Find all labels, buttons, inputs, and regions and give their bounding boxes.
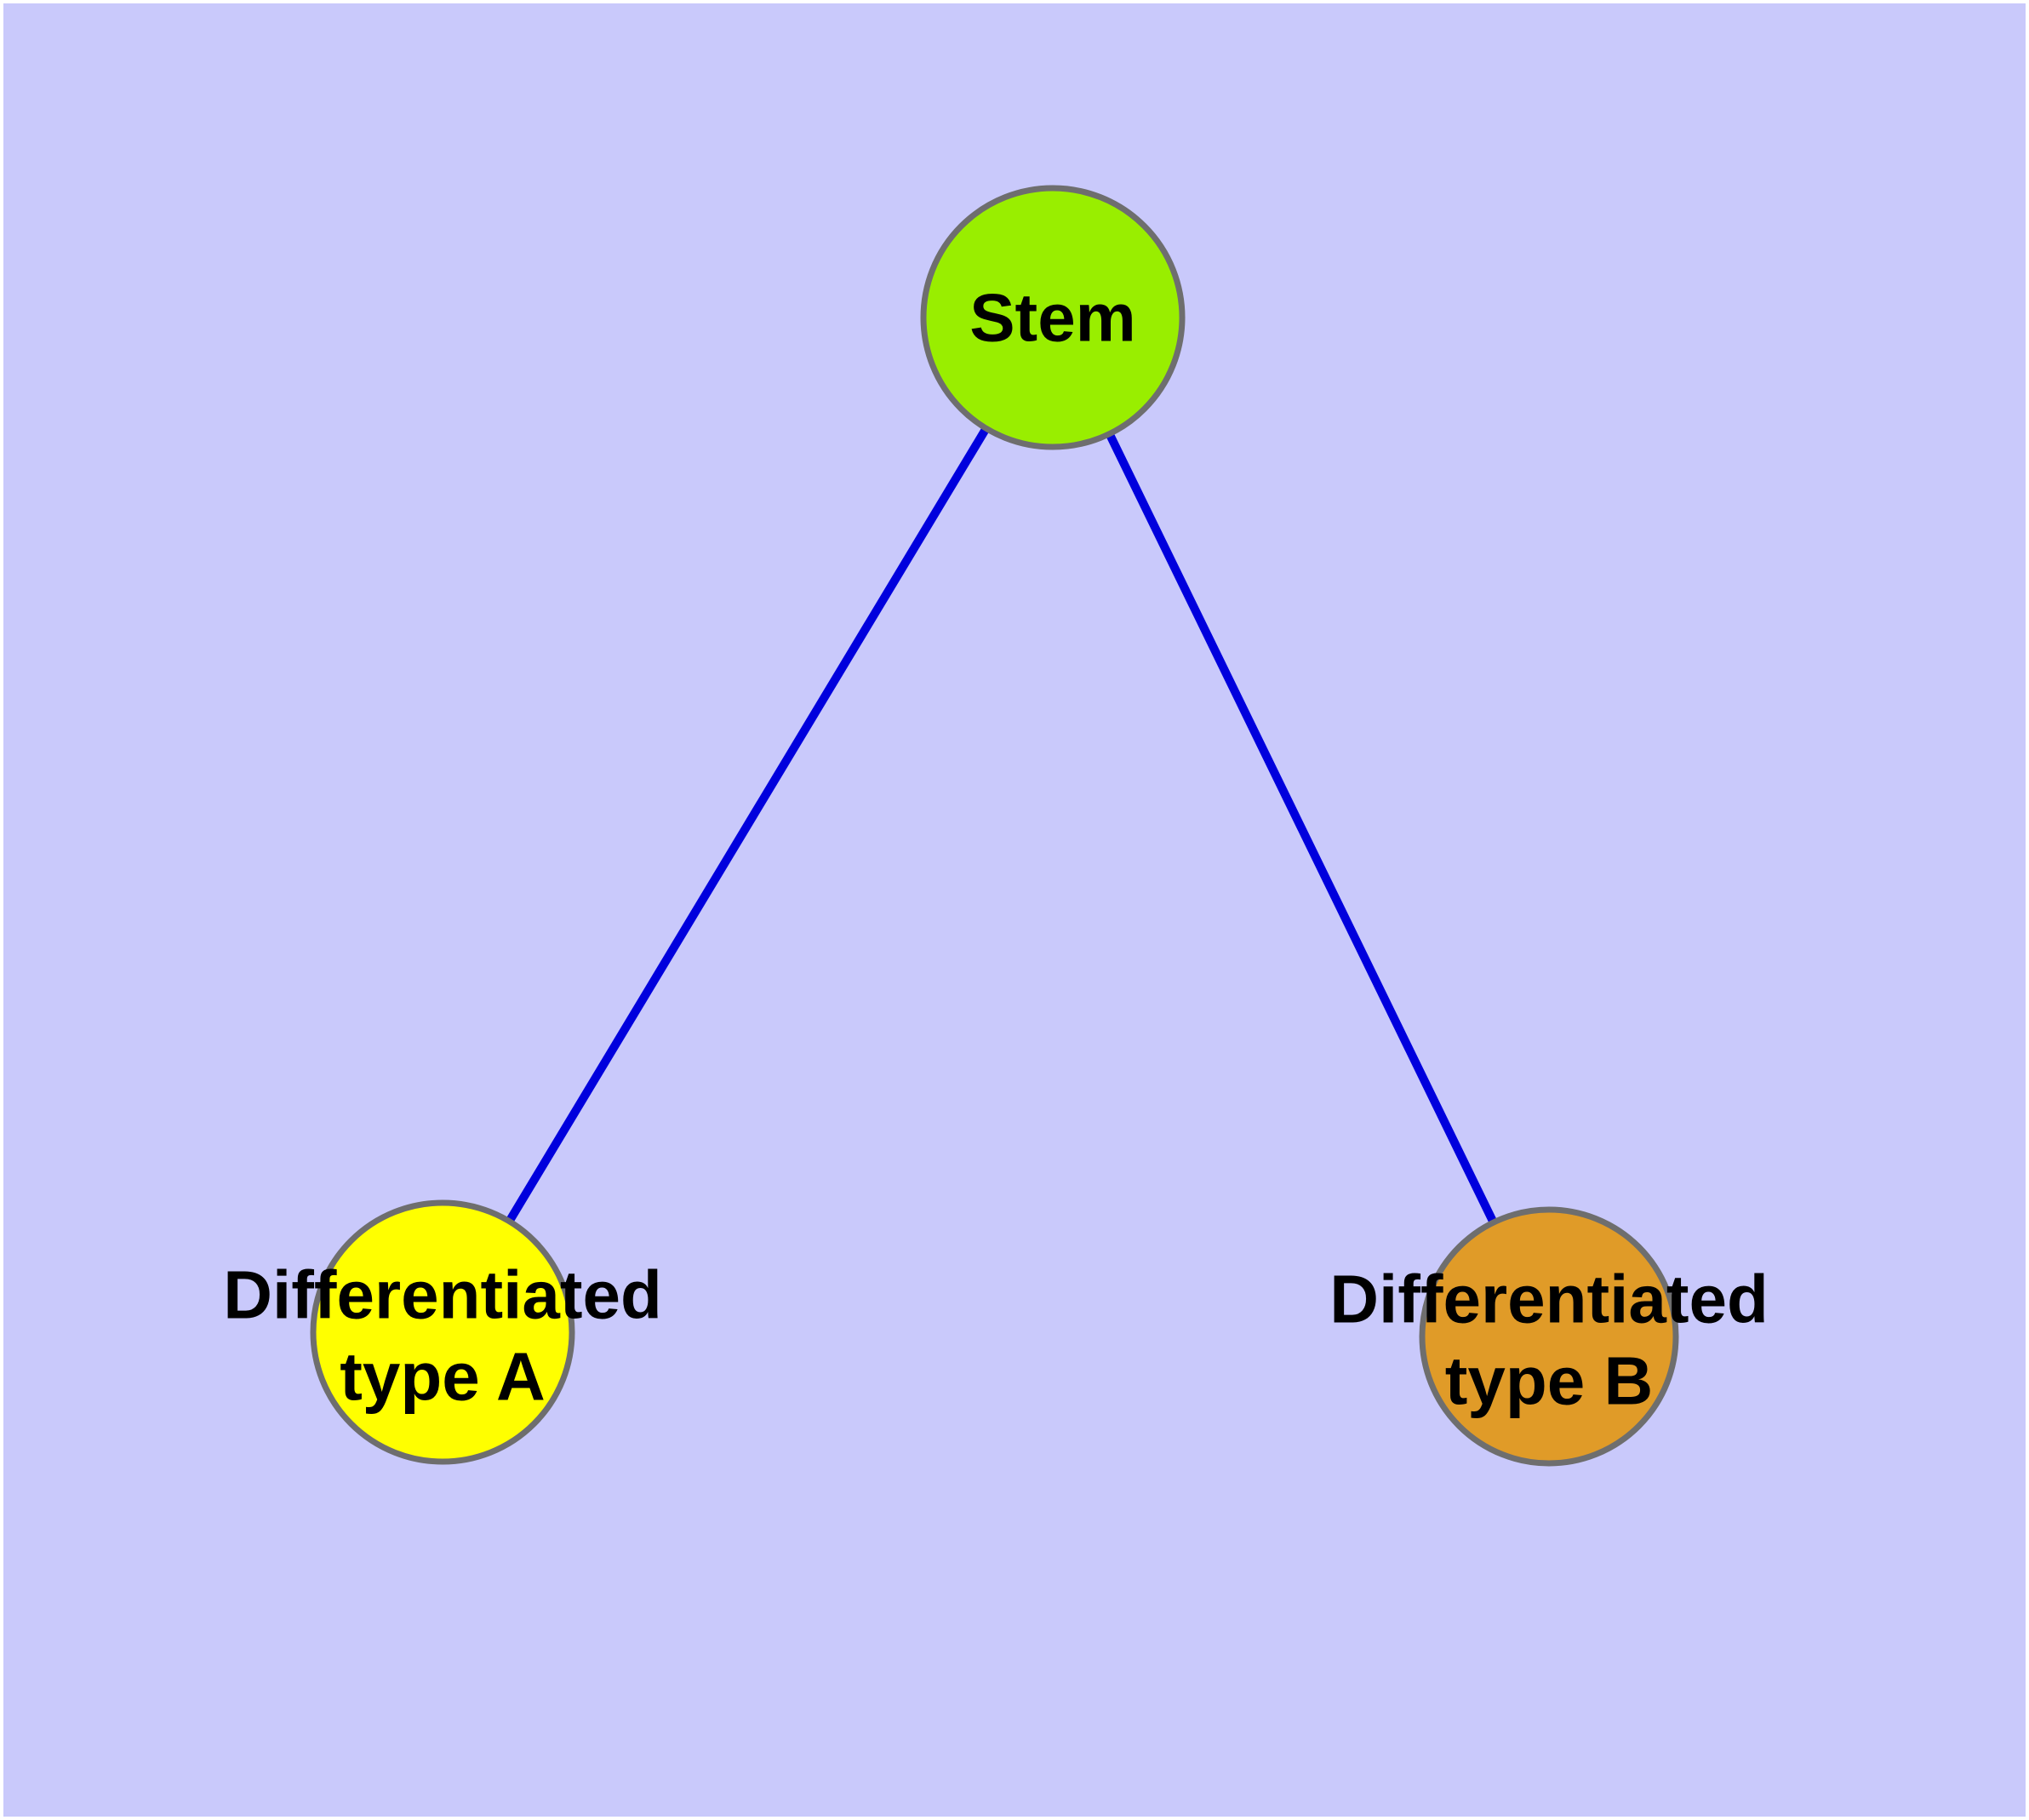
edge-stem-to-differentiated-type-a[interactable] (438, 315, 1057, 1335)
node-differentiated-type-b-circle[interactable] (1419, 1206, 1679, 1467)
label-layer: Stem Differentiated type A Differentiate… (223, 280, 1769, 1419)
node-differentiated-type-a-label-line1: Differentiated (223, 1257, 662, 1333)
edge-stem-to-differentiated-type-b[interactable] (1049, 315, 1553, 1339)
node-differentiated-type-b-label-line2: type B (1445, 1343, 1654, 1419)
edge-layer (438, 315, 1553, 1339)
node-differentiated-type-a-label-line2: type A (340, 1339, 546, 1415)
node-differentiated-type-a-circle[interactable] (310, 1199, 575, 1465)
node-stem-circle[interactable] (920, 185, 1186, 450)
node-stem-label: Stem (969, 280, 1136, 356)
node-differentiated-type-a[interactable] (310, 1199, 575, 1465)
node-differentiated-type-b-label-line1: Differentiated (1329, 1262, 1769, 1337)
node-layer (310, 185, 1679, 1467)
node-differentiated-type-b[interactable] (1419, 1206, 1679, 1467)
node-stem[interactable] (920, 185, 1186, 450)
